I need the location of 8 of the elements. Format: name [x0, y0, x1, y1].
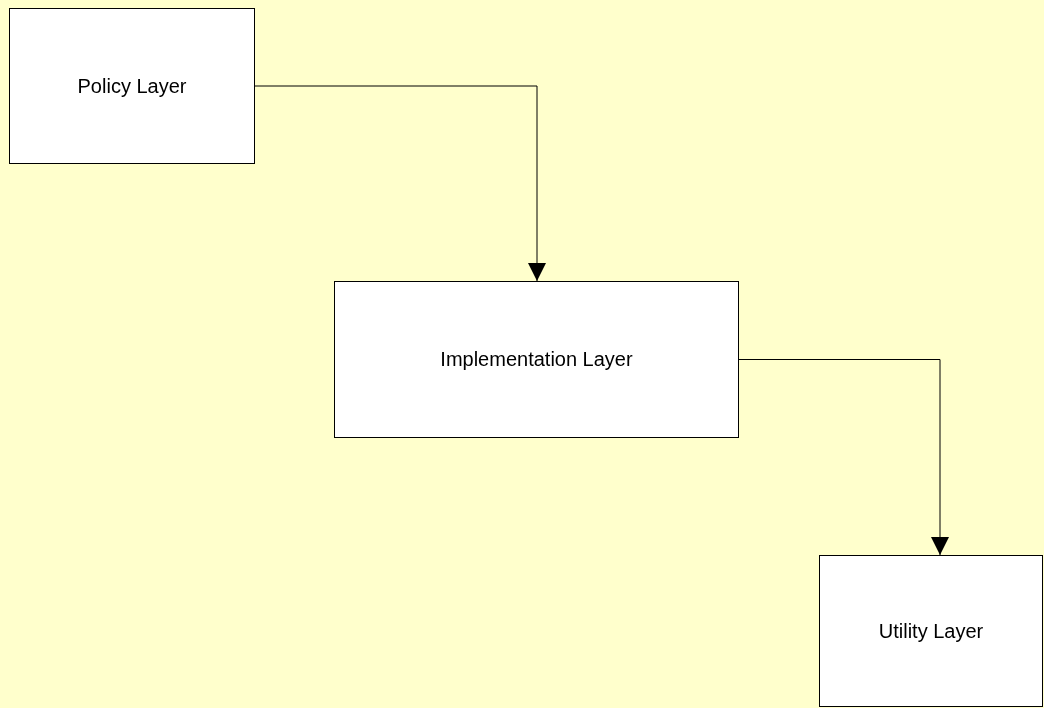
box-label: Implementation Layer [440, 348, 633, 371]
box-label: Policy Layer [77, 74, 187, 98]
process-box [334, 281, 739, 438]
arrow [254, 85, 546, 282]
box-label: Utility Layer [878, 619, 984, 643]
arrow [738, 359, 949, 556]
process-box [9, 8, 255, 164]
process-box [819, 555, 1043, 707]
